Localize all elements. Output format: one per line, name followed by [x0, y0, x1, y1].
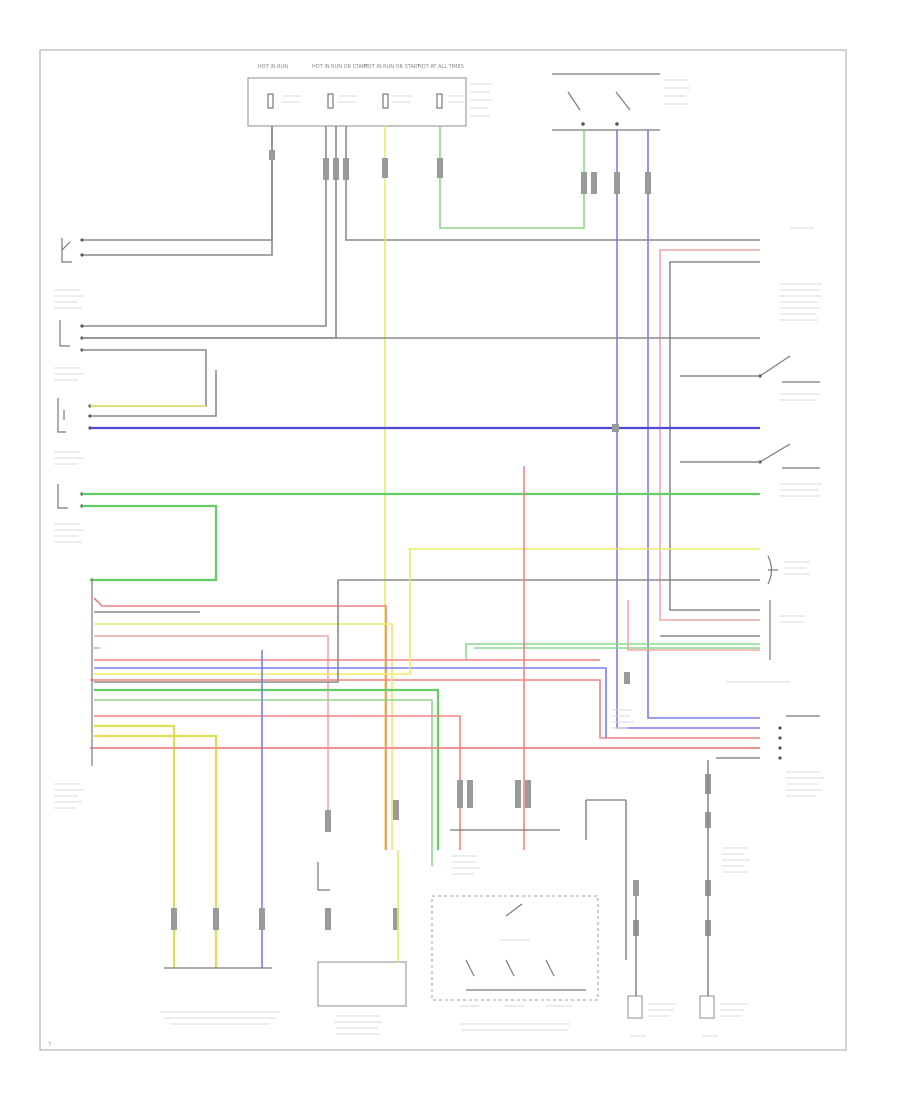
vehicle-speed-sensor — [767, 555, 810, 585]
cruise-control-module — [54, 578, 93, 809]
right-switch-clutch — [758, 355, 820, 401]
fuse-hot-label-1: HOT IN RUN — [258, 64, 288, 70]
right-switch-park-neutral — [758, 443, 822, 497]
left-switch-block-1 — [54, 238, 84, 309]
fuse-hot-label-2: HOT IN RUN OR START — [312, 64, 369, 70]
bottom-connectors — [160, 908, 280, 1025]
left-switch-block-4 — [54, 484, 84, 543]
diagram-frame — [39, 49, 847, 1051]
stop-lamp-switch-bottom — [317, 800, 407, 1035]
footer-code: 7 — [48, 1042, 51, 1048]
actuator-right — [778, 715, 824, 797]
fuse-hot-label-3: HOT IN RUN OR START — [364, 64, 421, 70]
fuse-hot-label-4: HOT AT ALL TIMES — [418, 64, 464, 70]
left-switch-block-2 — [54, 320, 84, 381]
relay-label-stack — [612, 672, 634, 729]
left-switch-block-3 — [54, 398, 92, 465]
stop-lamp-switch — [552, 73, 690, 131]
cruise-control-actuator-bottom — [431, 780, 599, 1031]
combination-meter — [726, 600, 806, 683]
right-notes — [780, 227, 822, 321]
fuse-box: HOT IN RUN HOT IN RUN OR START HOT IN RU… — [247, 64, 492, 127]
